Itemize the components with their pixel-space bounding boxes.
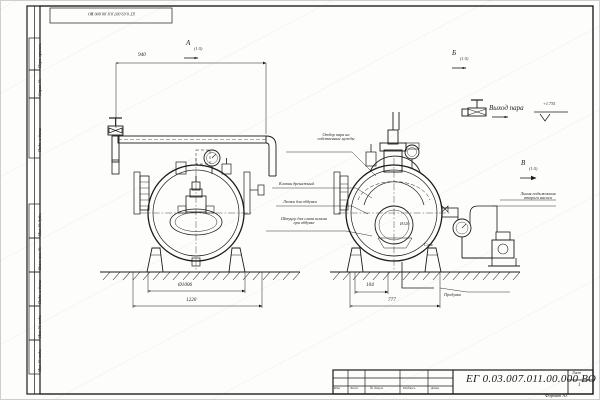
side-cell-4: Взам. инв. №: [37, 246, 42, 270]
callout-drain-valve: Клапан дренажный: [279, 181, 315, 186]
callout-second-pump-line: Линия подключения второго насоса: [520, 191, 556, 201]
dim-base-width-right-view: 777: [388, 297, 396, 303]
dim-overall-width: 1220: [186, 297, 197, 303]
rotated-drawing-number: ЕГ 0.03.007.011.00.000 ВО: [88, 11, 135, 17]
tb-col-0: Изм: [334, 386, 340, 390]
side-cell-2: Подп. и дата: [37, 128, 42, 152]
dim-drum-diameter: Ø1006: [178, 282, 193, 288]
tb-col-2: № докум.: [370, 386, 384, 390]
callout-elevation: +1.735: [543, 101, 556, 106]
callout-blow-hatches: Лючки для обдувки: [283, 199, 317, 204]
view-marker-v-scale: (1:5): [529, 166, 538, 171]
view-marker-b-scale: (1:5): [460, 56, 469, 61]
side-cell-7: Инв. № подл.: [37, 348, 42, 372]
side-cell-0: Перв. примен.: [37, 43, 42, 68]
tb-col-1: Лист: [350, 386, 358, 390]
callout-steam-takeoff: Отбор пара на собственные нужды: [317, 132, 355, 142]
view-marker-v: В: [521, 159, 526, 167]
callout-blowdown: Продувка: [444, 292, 461, 297]
callout-sludge-nozzle: Штуцер для слива шлама при обдувке: [281, 216, 327, 226]
callout-steam-outlet: Выход пара: [489, 104, 524, 112]
side-cell-6: Инв. № подл.: [37, 314, 42, 338]
view-marker-a: А: [186, 39, 191, 47]
tb-col-3: Подпись: [403, 386, 416, 390]
dim-top-width-left-view: 940: [138, 52, 146, 58]
side-cell-5: Подп. и дата: [37, 280, 42, 304]
side-cell-3: Инв. № дубл.: [37, 213, 42, 236]
view-marker-a-scale: (1:5): [194, 46, 203, 51]
dim-nozzle-diameter: Ø120: [400, 221, 410, 226]
view-marker-b: Б: [452, 49, 457, 57]
sheet-label: Лист: [572, 371, 581, 375]
callout-slip: Слив: [424, 242, 433, 247]
tb-col-4: Дата: [431, 386, 440, 390]
title-drawing-number: ЕГ 0.03.007.011.00.000 ВО: [466, 373, 597, 385]
dim-left-offset-right-view: 104: [366, 282, 374, 288]
sheet-format: Формат А3: [545, 393, 568, 398]
sheet-number: 1: [578, 383, 581, 388]
side-cell-1: Справ. №: [37, 79, 42, 96]
